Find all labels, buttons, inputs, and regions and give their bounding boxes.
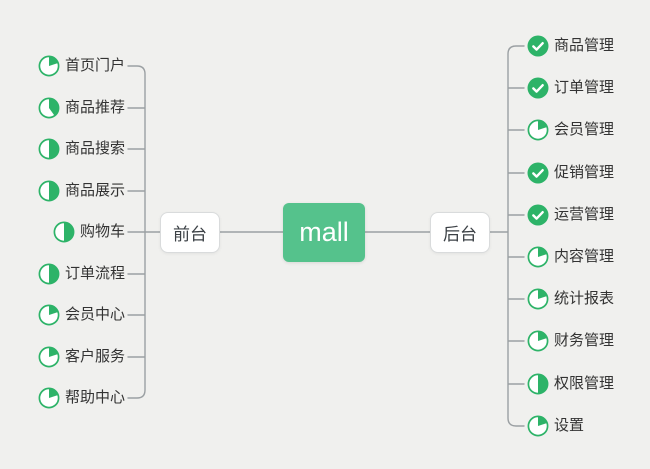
topic-label: 商品搜索 [64, 140, 125, 157]
pie-progress-icon [527, 246, 549, 268]
topic-label: 统计报表 [554, 290, 615, 307]
topic-label: 设置 [554, 417, 585, 434]
pie-progress-icon [38, 304, 60, 326]
pie-progress-icon [527, 373, 549, 395]
topic-label: 首页门户 [64, 57, 125, 74]
pie-progress-icon [527, 330, 549, 352]
topic-item[interactable]: 促销管理 [527, 162, 614, 184]
topic-label: 商品展示 [64, 182, 125, 199]
topic-item[interactable]: 购物车 [53, 221, 125, 243]
topic-label: 商品管理 [554, 37, 615, 54]
topic-item[interactable]: 会员管理 [527, 119, 614, 141]
check-complete-icon [527, 162, 549, 184]
topic-label: 客户服务 [64, 348, 125, 365]
topic-label: 帮助中心 [64, 389, 125, 406]
branch-node-frontend[interactable]: 前台 [160, 212, 220, 253]
topic-item[interactable]: 帮助中心 [38, 387, 125, 409]
topic-item[interactable]: 商品管理 [527, 35, 614, 57]
topic-item[interactable]: 客户服务 [38, 346, 125, 368]
branch-node-backend[interactable]: 后台 [430, 212, 490, 253]
topic-label: 订单管理 [554, 79, 615, 96]
pie-progress-icon [527, 415, 549, 437]
topic-label: 会员管理 [554, 121, 615, 138]
branch-frontend-label: 前台 [173, 225, 207, 244]
topic-item[interactable]: 商品展示 [38, 180, 125, 202]
topic-item[interactable]: 首页门户 [38, 55, 125, 77]
pie-progress-icon [527, 119, 549, 141]
topic-item[interactable]: 权限管理 [527, 373, 614, 395]
topic-label: 订单流程 [64, 265, 125, 282]
check-complete-icon [527, 204, 549, 226]
pie-progress-icon [38, 263, 60, 285]
pie-progress-icon [38, 180, 60, 202]
topic-item[interactable]: 订单流程 [38, 263, 125, 285]
pie-progress-icon [38, 346, 60, 368]
topic-item[interactable]: 商品搜索 [38, 138, 125, 160]
pie-progress-icon [38, 138, 60, 160]
central-topic-mall[interactable]: mall [283, 203, 365, 262]
topic-label: 权限管理 [554, 375, 615, 392]
topic-item[interactable]: 订单管理 [527, 77, 614, 99]
topic-item[interactable]: 商品推荐 [38, 97, 125, 119]
check-complete-icon [527, 77, 549, 99]
topic-label: 内容管理 [554, 248, 615, 265]
topic-label: 财务管理 [554, 332, 615, 349]
pie-progress-icon [38, 97, 60, 119]
topic-item[interactable]: 会员中心 [38, 304, 125, 326]
pie-progress-icon [527, 288, 549, 310]
central-topic-label: mall [299, 217, 349, 247]
pie-progress-icon [38, 55, 60, 77]
topic-label: 会员中心 [64, 306, 125, 323]
topic-item[interactable]: 设置 [527, 415, 584, 437]
topic-item[interactable]: 财务管理 [527, 330, 614, 352]
topic-item[interactable]: 运营管理 [527, 204, 614, 226]
topic-label: 商品推荐 [64, 99, 125, 116]
topic-label: 促销管理 [554, 164, 615, 181]
pie-progress-icon [38, 387, 60, 409]
topic-item[interactable]: 统计报表 [527, 288, 614, 310]
branch-backend-label: 后台 [443, 225, 477, 244]
topic-label: 购物车 [79, 223, 125, 240]
pie-progress-icon [53, 221, 75, 243]
topic-item[interactable]: 内容管理 [527, 246, 614, 268]
check-complete-icon [527, 35, 549, 57]
topic-label: 运营管理 [554, 206, 615, 223]
